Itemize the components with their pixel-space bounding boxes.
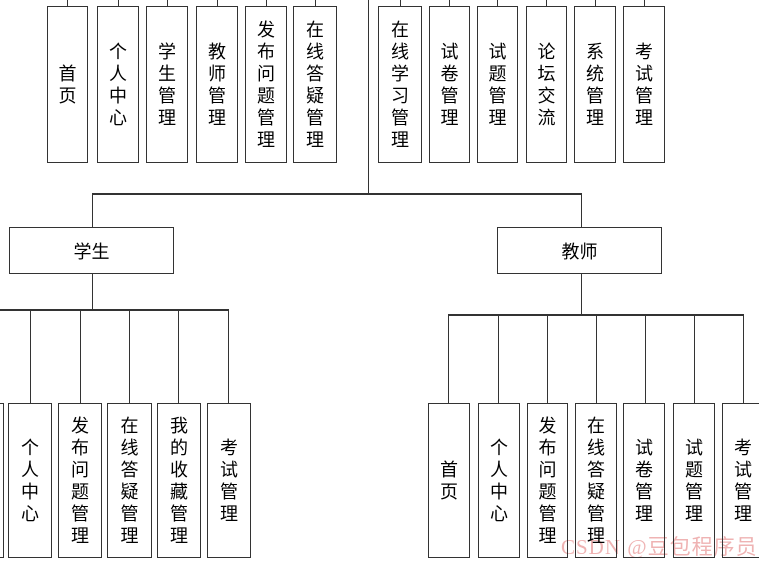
connector-line: [217, 0, 218, 6]
student-children-connector-line: [0, 309, 229, 311]
watermark: CSDN @豆包程序员: [561, 535, 758, 559]
connector-line: [694, 316, 695, 403]
node-label: 发 布 问 题 管 理: [71, 415, 89, 546]
connector-line: [92, 274, 93, 309]
trunk-line: [368, 0, 369, 194]
node-exam-question-management: 试 题 管 理: [477, 6, 518, 163]
connector-line: [228, 311, 229, 403]
node-online-answer-management: 在 线 答 疑 管 理: [293, 6, 337, 163]
connector-line: [581, 194, 582, 227]
connector-line: [92, 194, 93, 227]
connector-line: [581, 274, 582, 314]
node-label: 论 坛 交 流: [537, 41, 556, 128]
node-label: 首 页: [440, 459, 458, 502]
node-online-learning-management: 在 线 学 习 管 理: [378, 6, 422, 163]
connector-line: [546, 0, 547, 6]
connector-line: [67, 0, 68, 6]
node-system-management: 系 统 管 理: [574, 6, 616, 163]
role-connector-line: [92, 193, 582, 195]
node-label: 教 师 管 理: [208, 41, 226, 128]
node-label: 教师: [561, 241, 598, 262]
node-label: 学生: [73, 241, 110, 262]
node-question-post-management: 发 布 问 题 管 理: [245, 6, 287, 163]
node-exam-management: 考 试 管 理: [623, 6, 665, 163]
node-label: 考 试 管 理: [220, 437, 238, 524]
node-exam-paper-management: 试 卷 管 理: [429, 6, 470, 163]
node-student-role: 学生: [9, 227, 174, 274]
node-student-exam-management: 考 试 管 理: [207, 403, 251, 558]
node-label: 试 题 管 理: [685, 437, 703, 524]
node-teacher-question-post-management: 发 布 问 题 管 理: [527, 403, 568, 558]
node-student-question-post-management: 发 布 问 题 管 理: [58, 403, 102, 558]
node-label: 在 线 答 疑 管 理: [587, 415, 605, 546]
node-student-cutoff: [0, 403, 4, 558]
node-teacher-exam-paper-management: 试 卷 管 理: [623, 403, 665, 558]
connector-line: [178, 311, 179, 403]
connector-line: [400, 0, 401, 6]
node-student-online-answer-management: 在 线 答 疑 管 理: [107, 403, 152, 558]
node-student-favorites-management: 我 的 收 藏 管 理: [157, 403, 201, 558]
connector-line: [645, 316, 646, 403]
node-home: 首 页: [47, 6, 88, 163]
connector-line: [80, 311, 81, 403]
teacher-children-connector-line: [448, 314, 744, 316]
node-teacher-home: 首 页: [428, 403, 470, 558]
node-label: 个 人 中 心: [109, 41, 127, 128]
node-label: 发 布 问 题 管 理: [257, 19, 275, 150]
connector-line: [596, 316, 597, 403]
node-label: 学 生 管 理: [158, 41, 176, 128]
node-label: 在 线 答 疑 管 理: [120, 415, 139, 546]
node-label: 在 线 答 疑 管 理: [306, 19, 324, 150]
node-label: 试 卷 管 理: [635, 437, 653, 524]
connector-line: [167, 0, 168, 6]
node-teacher-management: 教 师 管 理: [196, 6, 238, 163]
connector-line: [118, 0, 119, 6]
node-label: 首 页: [58, 63, 77, 106]
connector-line: [266, 0, 267, 6]
node-teacher-exam-management: 考 试 管 理: [722, 403, 759, 558]
node-student-personal-center: 个 人 中 心: [8, 403, 52, 558]
node-student-management: 学 生 管 理: [146, 6, 188, 163]
node-label: 试 卷 管 理: [440, 41, 459, 128]
node-teacher-online-answer-management: 在 线 答 疑 管 理: [575, 403, 617, 558]
connector-line: [315, 0, 316, 6]
connector-line: [595, 0, 596, 6]
node-teacher-exam-question-management: 试 题 管 理: [673, 403, 715, 558]
connector-line: [448, 316, 449, 403]
connector-line: [30, 311, 31, 403]
node-teacher-role: 教师: [497, 227, 662, 274]
node-label: 个 人 中 心: [490, 437, 508, 524]
connector-line: [743, 316, 744, 403]
connector-line: [498, 316, 499, 403]
connector-line: [449, 0, 450, 6]
node-label: 我 的 收 藏 管 理: [170, 415, 188, 546]
node-label: 系 统 管 理: [586, 41, 604, 128]
node-label: 个 人 中 心: [21, 437, 39, 524]
connector-line: [644, 0, 645, 6]
node-personal-center: 个 人 中 心: [97, 6, 139, 163]
connector-line: [129, 311, 130, 403]
node-teacher-personal-center: 个 人 中 心: [478, 403, 520, 558]
node-label: 考 试 管 理: [635, 41, 653, 128]
node-label: 在 线 学 习 管 理: [391, 19, 409, 150]
node-label: 试 题 管 理: [488, 41, 507, 128]
node-label: 考 试 管 理: [734, 437, 752, 524]
connector-line: [497, 0, 498, 6]
node-label: 发 布 问 题 管 理: [538, 415, 557, 546]
connector-line: [547, 316, 548, 403]
node-forum: 论 坛 交 流: [526, 6, 567, 163]
